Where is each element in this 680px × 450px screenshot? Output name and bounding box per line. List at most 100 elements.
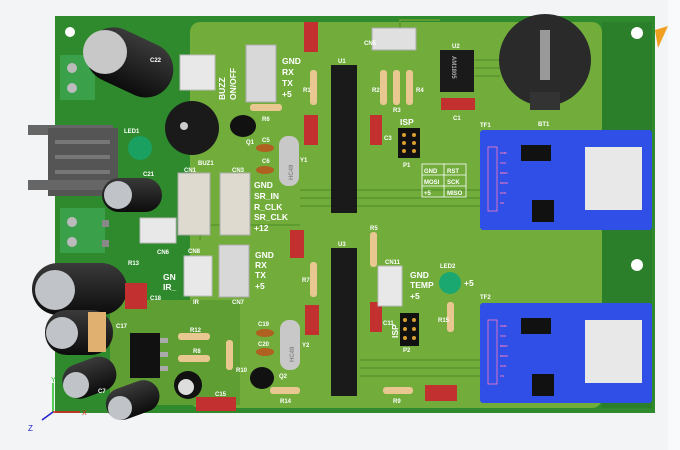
- svg-text:R8: R8: [193, 349, 201, 355]
- svg-text:GND: GND: [424, 169, 438, 175]
- svg-text:C11: C11: [383, 321, 394, 327]
- connector-cn1: CN1: [177, 168, 211, 236]
- svg-text:CN7: CN7: [232, 300, 245, 306]
- svg-text:R1: R1: [303, 88, 311, 94]
- svg-text:GND: GND: [254, 180, 273, 190]
- svg-text:+5: +5: [424, 191, 432, 197]
- svg-text:R7: R7: [302, 278, 310, 284]
- svg-text:CN5: CN5: [364, 41, 377, 47]
- svg-text:CS: CS: [500, 201, 504, 205]
- isp-header-p2: ISP P2: [390, 313, 419, 354]
- connector-cn7: CN7 GND RX TX +5: [218, 244, 274, 306]
- svg-text:VCC: VCC: [500, 334, 507, 338]
- orientation-marker-icon: [655, 26, 668, 48]
- svg-text:SR_IN: SR_IN: [254, 191, 279, 201]
- ic-u1: U1: [331, 59, 357, 213]
- svg-text:R10: R10: [236, 368, 248, 374]
- connector-cn11: CN11 GND TEMP +5: [377, 260, 434, 307]
- svg-text:R14: R14: [280, 399, 292, 405]
- svg-text:TF2: TF2: [480, 295, 491, 301]
- svg-text:IR_: IR_: [163, 282, 177, 292]
- resistors-top: R1 R2 R3 R4 C3: [303, 22, 424, 145]
- svg-text:C15: C15: [215, 392, 227, 398]
- svg-text:+5: +5: [255, 281, 265, 291]
- svg-text:Y1: Y1: [300, 158, 308, 164]
- svg-text:RX: RX: [282, 67, 294, 77]
- svg-text:CN11: CN11: [385, 260, 401, 266]
- capacitor-c7: C7: [62, 356, 117, 399]
- ic-u2: U2 AM1805 C1: [440, 44, 475, 122]
- connector-buzz: BUZZ ON/OFF: [179, 54, 238, 100]
- svg-text:C21: C21: [143, 172, 155, 178]
- svg-text:AM1805: AM1805: [450, 56, 456, 79]
- svg-text:U1: U1: [338, 59, 346, 65]
- svg-text:R_CLK: R_CLK: [254, 202, 283, 212]
- svg-text:P2: P2: [403, 348, 411, 354]
- svg-text:MOSI: MOSI: [500, 181, 508, 185]
- svg-text:R13: R13: [128, 261, 140, 267]
- terminal-block-bottom: [60, 208, 109, 253]
- svg-text:IR: IR: [193, 300, 200, 306]
- ic-u3: U3: [331, 242, 357, 396]
- svg-text:MISO: MISO: [447, 191, 463, 197]
- capacitor-c17: C17: [45, 310, 128, 355]
- svg-text:MOSI: MOSI: [424, 180, 440, 186]
- buzzer-buz1: BUZ1: [165, 101, 219, 167]
- axis-triad-icon: Y X Z: [28, 377, 87, 433]
- svg-text:LED2: LED2: [440, 264, 456, 270]
- voltage-regulator-heatsink: [28, 125, 118, 196]
- svg-text:+5: +5: [464, 278, 474, 288]
- svg-text:C3: C3: [384, 136, 392, 142]
- svg-text:SCK: SCK: [500, 364, 507, 368]
- svg-text:R2: R2: [372, 88, 380, 94]
- lower-passives: R7 R5 C11 R12 R8 R10 C19 C20 HC49 Y2 Q2 …: [178, 226, 457, 411]
- svg-text:R15: R15: [438, 318, 450, 324]
- led1: LED1: [124, 129, 152, 160]
- svg-text:R5: R5: [370, 226, 378, 232]
- svg-text:U2: U2: [452, 44, 460, 50]
- svg-text:+5: +5: [282, 89, 292, 99]
- svg-text:MISO: MISO: [500, 344, 508, 348]
- capacitor-c11: [105, 371, 202, 421]
- connector-cn6: CN6: [139, 217, 177, 256]
- sd-module-tf1: TF1 GND VCC MISO MOSI SCK CS: [480, 123, 652, 230]
- svg-text:MOSI: MOSI: [500, 354, 508, 358]
- crystal-y1: HC49 Y1: [279, 136, 308, 186]
- connector-cn5: CN5: [364, 27, 417, 51]
- capacitor-c22: C22: [83, 27, 174, 98]
- svg-text:CN8: CN8: [188, 249, 201, 255]
- svg-text:SCK: SCK: [500, 191, 507, 195]
- svg-text:BUZ1: BUZ1: [198, 161, 214, 167]
- svg-text:HC49: HC49: [290, 346, 296, 362]
- svg-text:CS: CS: [500, 374, 504, 378]
- svg-text:CN1: CN1: [184, 168, 197, 174]
- svg-text:R3: R3: [393, 108, 401, 114]
- svg-text:+5: +5: [410, 291, 420, 301]
- svg-text:C7: C7: [98, 389, 106, 395]
- svg-text:U3: U3: [338, 242, 346, 248]
- svg-text:TF1: TF1: [480, 123, 491, 129]
- svg-text:BUZZ: BUZZ: [217, 77, 227, 100]
- svg-text:Q2: Q2: [279, 374, 288, 380]
- svg-text:R9: R9: [393, 399, 401, 405]
- svg-text:GN: GN: [163, 272, 176, 282]
- svg-text:SR_CLK: SR_CLK: [254, 212, 289, 222]
- svg-text:GND: GND: [255, 250, 274, 260]
- svg-text:C18: C18: [150, 296, 162, 302]
- svg-text:C5: C5: [262, 138, 270, 144]
- svg-text:CN3: CN3: [232, 168, 245, 174]
- svg-text:CN6: CN6: [157, 250, 170, 256]
- svg-text:+12: +12: [254, 223, 269, 233]
- capacitor-c18: C18 R13: [125, 261, 162, 309]
- sd-module-tf2: TF2 GND VCC MISO MOSI SCK CS: [480, 295, 652, 403]
- coin-cell-bt1: BT1: [499, 14, 591, 128]
- svg-text:MISO: MISO: [500, 171, 508, 175]
- svg-text:C22: C22: [150, 58, 162, 64]
- svg-text:LED1: LED1: [124, 129, 140, 135]
- svg-text:RST: RST: [447, 169, 459, 175]
- led2: LED2 +5 R15: [438, 264, 474, 332]
- svg-text:C17: C17: [116, 324, 128, 330]
- side-panel: [668, 0, 680, 450]
